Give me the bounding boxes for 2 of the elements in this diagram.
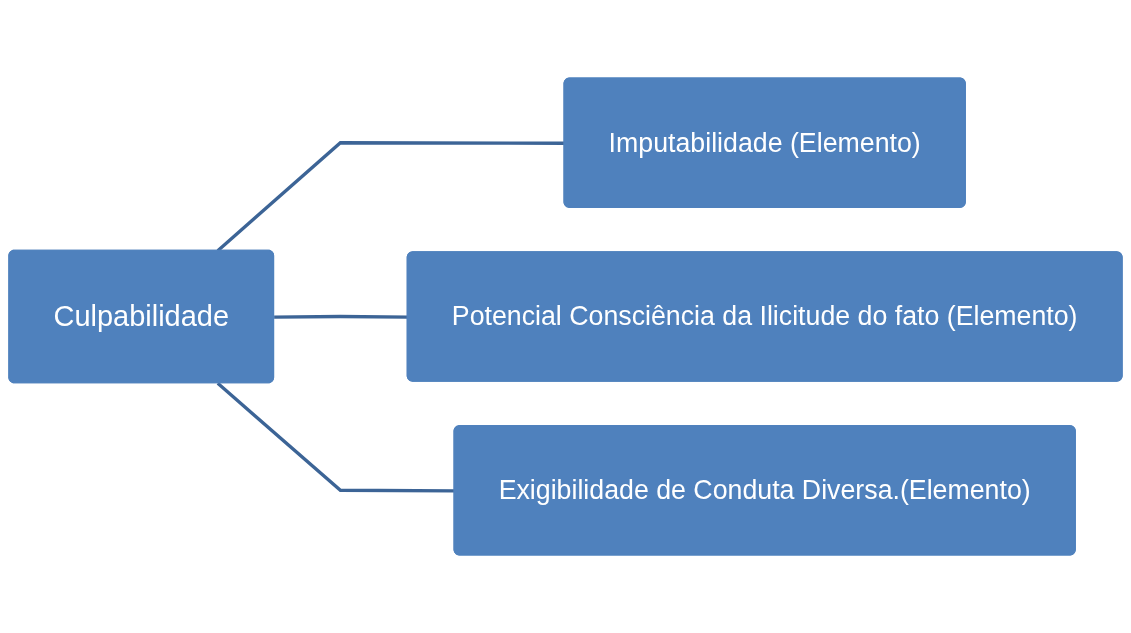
connector bbox=[216, 382, 455, 493]
connector bbox=[274, 314, 408, 319]
